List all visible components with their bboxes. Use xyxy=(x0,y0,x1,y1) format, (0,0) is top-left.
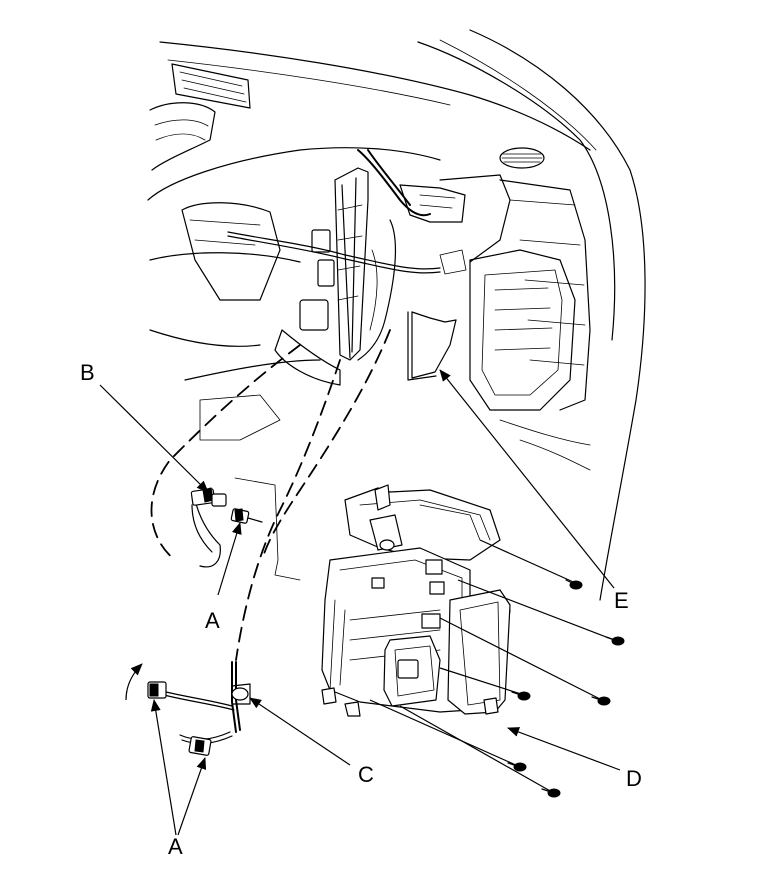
control-unit-bracket xyxy=(321,484,511,717)
screw-3 xyxy=(439,617,611,706)
mounting-screws xyxy=(369,539,625,798)
dashboard-outline xyxy=(147,29,646,601)
leader-arrows xyxy=(99,369,621,836)
harness-routing-dashed xyxy=(150,329,391,661)
screw-4 xyxy=(439,667,531,701)
callout-A-upper: A xyxy=(205,608,220,633)
callout-B: B xyxy=(80,360,95,385)
leader-A-upper xyxy=(217,522,242,596)
leader-D xyxy=(507,727,621,771)
callout-A-lower: A xyxy=(168,834,183,859)
callout-E: E xyxy=(614,588,629,613)
lower-harness xyxy=(147,661,251,756)
direction-arrow xyxy=(125,663,143,701)
callout-C: C xyxy=(358,762,374,787)
leader-B xyxy=(99,384,209,493)
screw-6 xyxy=(399,705,561,798)
leader-A-lower-right xyxy=(177,757,207,836)
bracket-E xyxy=(407,311,457,381)
connector-A-upper xyxy=(230,508,263,524)
screw-2 xyxy=(457,579,625,646)
connector-B-group xyxy=(190,487,227,568)
leader-A-lower-left xyxy=(150,699,177,836)
leader-C xyxy=(249,697,351,766)
leader-E xyxy=(439,369,615,589)
callout-D: D xyxy=(626,766,642,791)
upper-harness-bracket xyxy=(227,149,467,386)
screw-5 xyxy=(369,699,527,772)
screw-1 xyxy=(479,539,583,590)
